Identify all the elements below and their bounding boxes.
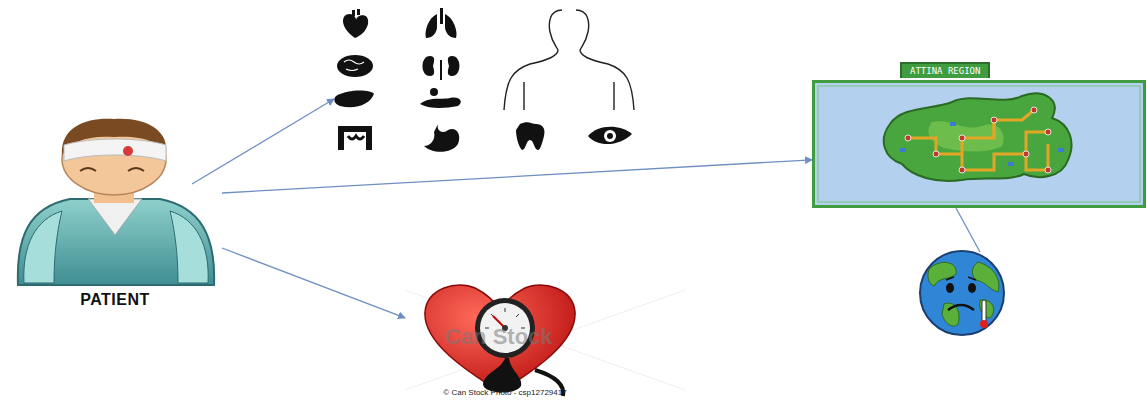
image-caption: © Can Stock Photo - csp12729417 xyxy=(405,388,605,397)
organ-icons xyxy=(334,8,632,152)
patient-figure xyxy=(10,115,220,290)
map-panel: ATTINA REGION xyxy=(812,62,1146,208)
map-title-tab: ATTINA REGION xyxy=(900,62,990,78)
connector-arrow xyxy=(222,248,405,318)
connector-arrow xyxy=(222,160,812,193)
region-map xyxy=(812,62,1146,208)
heart-picture: Can Stock © Can Stock Photo - csp12729417 xyxy=(405,280,690,402)
sad-globe xyxy=(920,251,1004,335)
watermark: Can Stock xyxy=(445,324,553,350)
patient-node: PATIENT xyxy=(10,115,222,315)
patient-label: PATIENT xyxy=(10,291,220,309)
leader-arrow xyxy=(192,99,334,184)
leader-line xyxy=(956,208,980,252)
human-outline xyxy=(504,10,634,110)
